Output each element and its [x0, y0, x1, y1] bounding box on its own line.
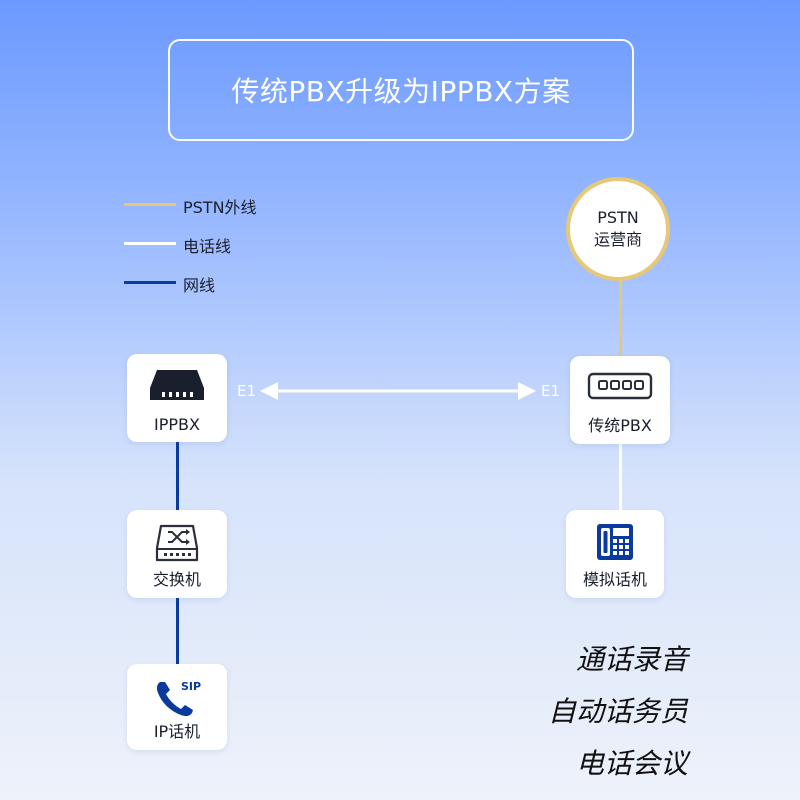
analog-phone-node: 模拟话机 — [566, 510, 664, 598]
server-icon — [150, 370, 204, 400]
ip-phone-node: SIP IP话机 — [127, 664, 227, 750]
legacy-pbx-label: 传统PBX — [588, 416, 652, 435]
phone-line — [619, 444, 622, 510]
pstn-label: PSTN — [597, 208, 639, 227]
switch-node: 交换机 — [127, 510, 227, 598]
sip-badge: SIP — [181, 680, 201, 693]
ippbx-label: IPPBX — [154, 415, 200, 434]
e1-link-arrow — [260, 382, 536, 400]
pstn-line — [619, 281, 622, 356]
switch-label: 交换机 — [152, 570, 201, 589]
page-title: 传统PBX升级为IPPBX方案 — [231, 75, 571, 108]
feature-conference-call: 电话会议 — [575, 747, 688, 780]
feature-call-recording: 通话录音 — [575, 643, 688, 676]
pstn-provider-node: PSTN 运营商 — [566, 177, 670, 281]
ip-phone-label: IP话机 — [153, 722, 201, 741]
legend-line-pstn — [124, 203, 176, 206]
legend-label-phone: 电话线 — [183, 237, 232, 256]
network-line-ippbx-switch — [176, 442, 179, 510]
feature-auto-attendant: 自动话务员 — [547, 695, 688, 728]
legend-label-pstn: PSTN外线 — [183, 198, 257, 217]
legend-label-network: 网线 — [183, 276, 216, 295]
network-switch-icon — [155, 524, 199, 562]
e1-label-left: E1 — [237, 382, 257, 400]
sip-phone-icon: SIP — [156, 680, 201, 717]
network-line-switch-phone — [176, 598, 179, 664]
legacy-pbx-node: 传统PBX — [570, 356, 670, 444]
title-box: 传统PBX升级为IPPBX方案 — [168, 39, 634, 141]
e1-label-right: E1 — [541, 382, 561, 400]
legend-line-phone — [124, 242, 176, 245]
ippbx-node: IPPBX — [127, 354, 227, 442]
desk-phone-icon — [597, 524, 633, 560]
pbx-device-icon — [587, 372, 653, 400]
analog-phone-label: 模拟话机 — [582, 570, 647, 589]
legend-line-network — [124, 281, 176, 284]
carrier-label: 运营商 — [593, 230, 642, 249]
